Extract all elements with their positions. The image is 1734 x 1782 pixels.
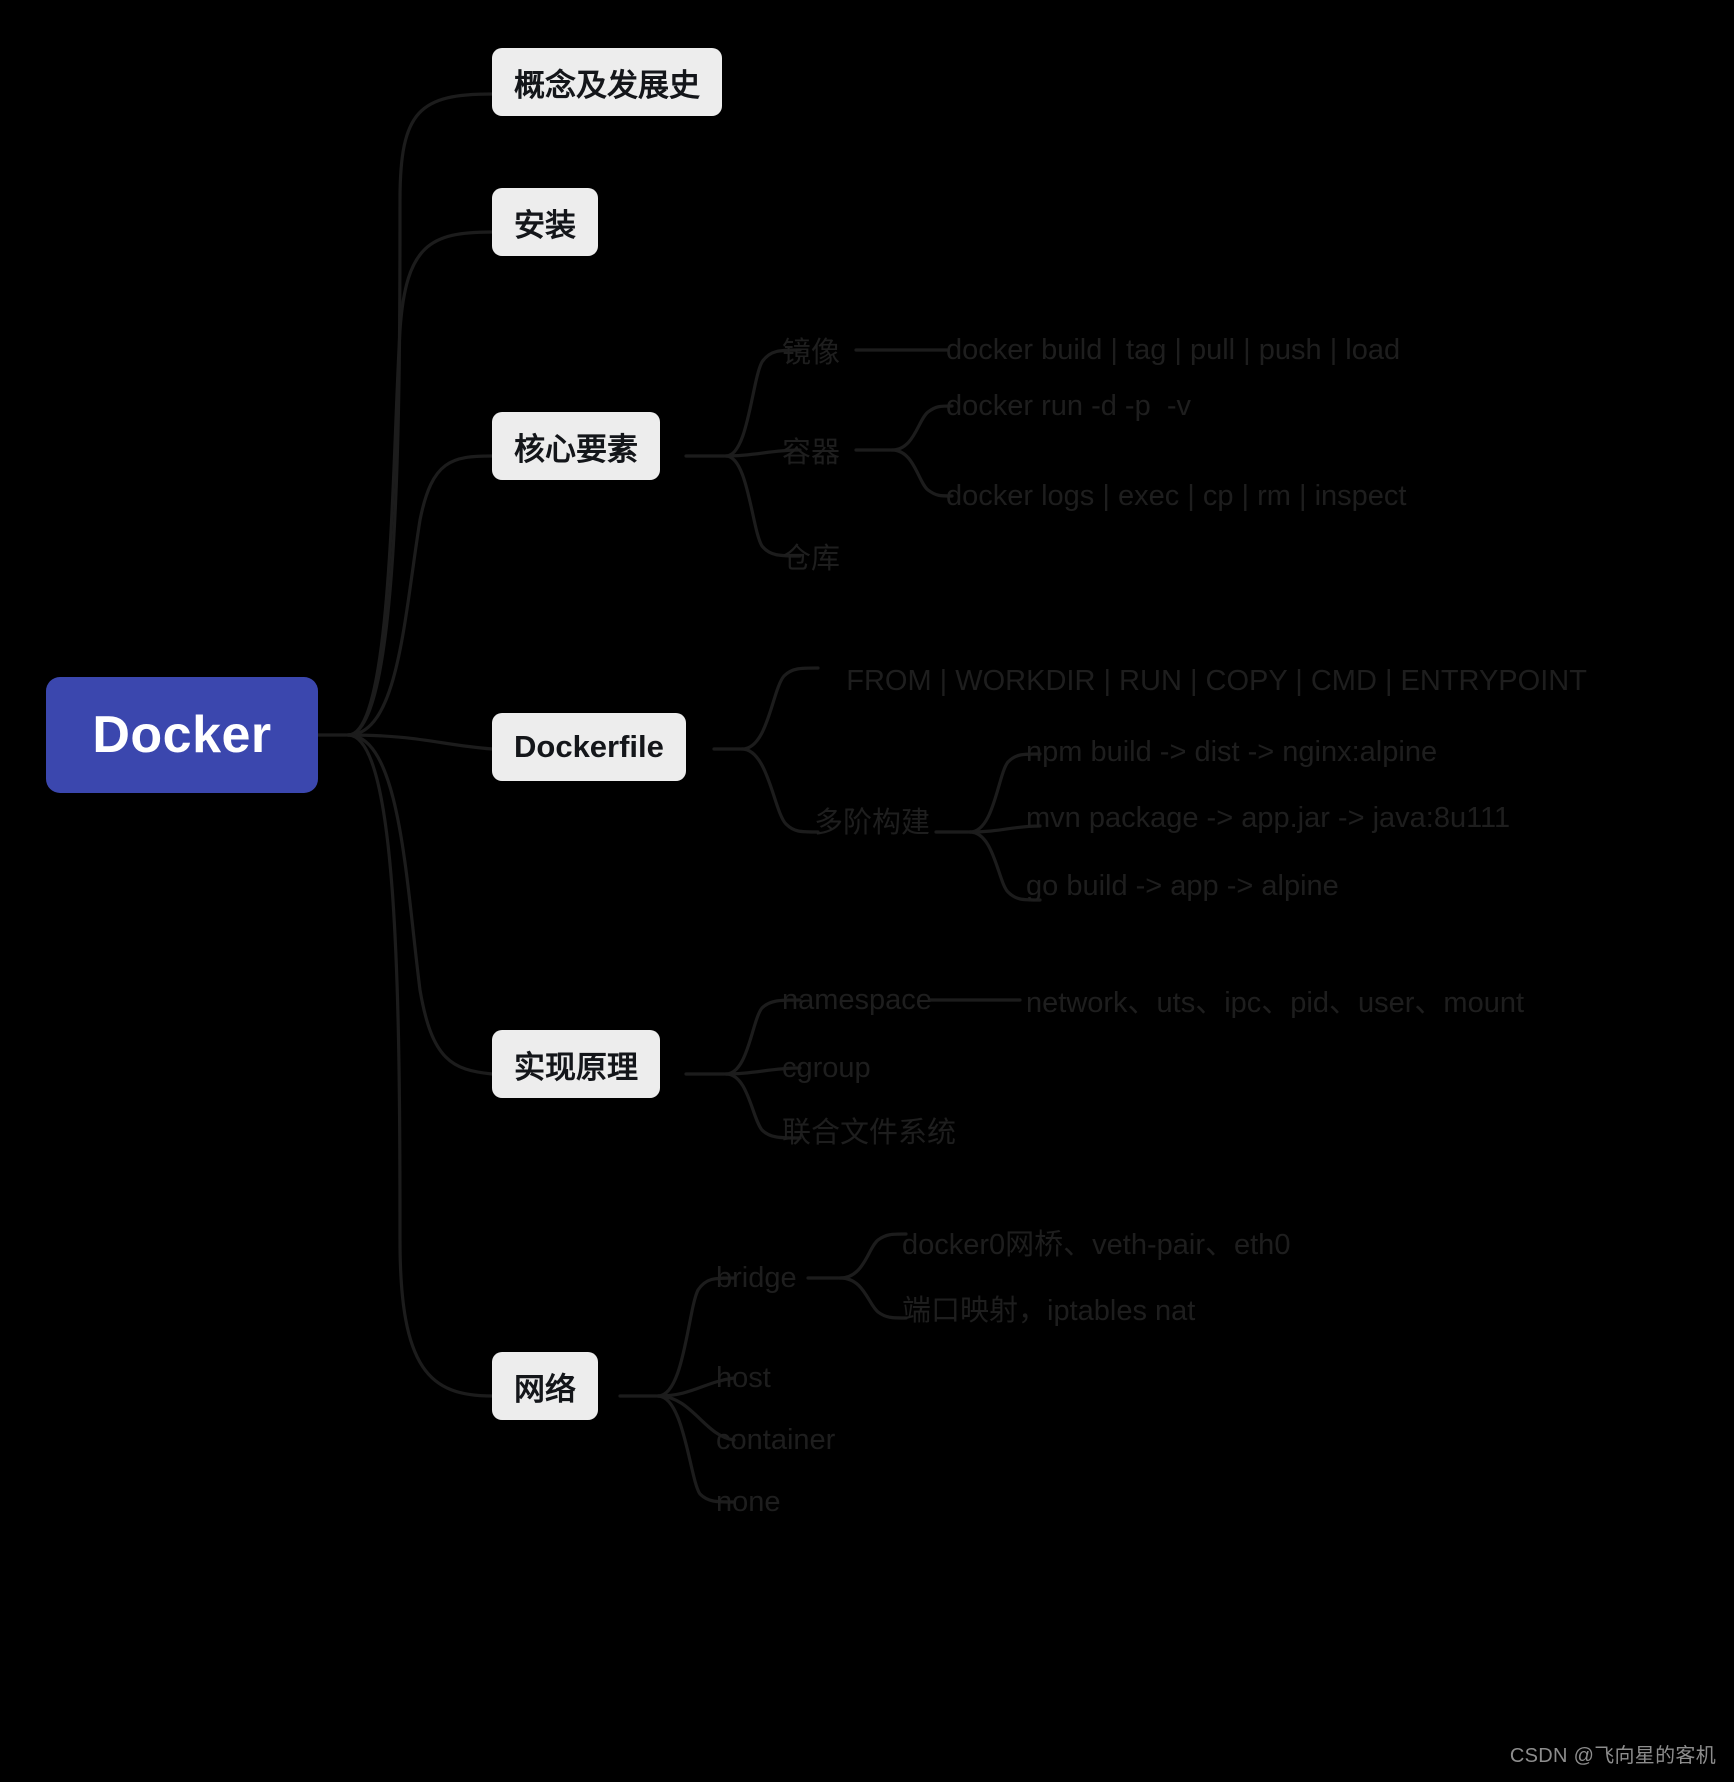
sub-node-namespace[interactable]: namespace bbox=[782, 980, 932, 1020]
sub-label-unionfs: 联合文件系统 bbox=[782, 1117, 957, 1149]
sub-node-image[interactable]: 镜像 bbox=[782, 330, 840, 370]
leaf-label-dockerfile-instructions: FROM | WORKDIR | RUN | COPY | CMD | ENTR… bbox=[846, 665, 1587, 698]
branch-node-install[interactable]: 安装 bbox=[492, 188, 598, 256]
branch-node-network[interactable]: 网络 bbox=[492, 1352, 598, 1420]
leaf-label-docker-run: docker run -d -p -v bbox=[946, 389, 1191, 422]
sub-node-host[interactable]: host bbox=[716, 1358, 771, 1398]
sub-node-none[interactable]: none bbox=[716, 1482, 781, 1522]
branch-label-dockerfile: Dockerfile bbox=[514, 729, 664, 764]
sub-label-none: none bbox=[716, 1485, 781, 1518]
branch-node-dockerfile[interactable]: Dockerfile bbox=[492, 713, 686, 781]
branch-node-principle[interactable]: 实现原理 bbox=[492, 1030, 660, 1098]
leaf-node-docker-run[interactable]: docker run -d -p -v bbox=[946, 386, 1191, 426]
sub-label-host: host bbox=[716, 1361, 771, 1394]
leaf-label-npm-build: npm build -> dist -> nginx:alpine bbox=[1026, 735, 1438, 768]
leaf-label-mvn-package: mvn package -> app.jar -> java:8u111 bbox=[1026, 801, 1511, 834]
branch-node-core[interactable]: 核心要素 bbox=[492, 412, 660, 480]
sub-node-container-net[interactable]: container bbox=[716, 1420, 835, 1460]
sub-label-container-net: container bbox=[716, 1423, 836, 1456]
root-label: Docker bbox=[92, 706, 272, 764]
leaf-label-namespace-types: network、uts、ipc、pid、user、mount bbox=[1026, 987, 1525, 1019]
leaf-node-docker0[interactable]: docker0网桥、veth-pair、eth0 bbox=[902, 1222, 1290, 1262]
leaf-node-port-mapping[interactable]: 端口映射，iptables nat bbox=[902, 1288, 1195, 1328]
sub-node-bridge[interactable]: bridge bbox=[716, 1258, 797, 1298]
branch-label-network: 网络 bbox=[514, 1371, 576, 1407]
leaf-label-docker-logs: docker logs | exec | cp | rm | inspect bbox=[946, 479, 1407, 512]
leaf-label-go-build: go build -> app -> alpine bbox=[1026, 869, 1339, 902]
csdn-watermark: CSDN @飞向星的客机 bbox=[1509, 1745, 1716, 1767]
branch-label-principle: 实现原理 bbox=[514, 1049, 638, 1085]
sub-label-registry: 仓库 bbox=[782, 543, 841, 575]
sub-label-bridge: bridge bbox=[716, 1261, 797, 1294]
leaf-node-image-cmds[interactable]: docker build | tag | pull | push | load bbox=[946, 330, 1400, 370]
branch-label-install: 安装 bbox=[514, 207, 576, 243]
sub-node-registry[interactable]: 仓库 bbox=[782, 536, 840, 576]
leaf-node-namespace-types[interactable]: network、uts、ipc、pid、user、mount bbox=[1026, 980, 1524, 1020]
root-node[interactable]: Docker bbox=[46, 677, 318, 793]
sub-node-unionfs[interactable]: 联合文件系统 bbox=[782, 1110, 956, 1150]
leaf-label-docker0: docker0网桥、veth-pair、eth0 bbox=[902, 1229, 1291, 1261]
leaf-node-docker-logs[interactable]: docker logs | exec | cp | rm | inspect bbox=[946, 476, 1406, 516]
sub-node-multistage[interactable]: 多阶构建 bbox=[814, 800, 930, 840]
sub-node-container[interactable]: 容器 bbox=[782, 430, 840, 470]
leaf-node-npm-build[interactable]: npm build -> dist -> nginx:alpine bbox=[1026, 732, 1437, 772]
sub-label-container: 容器 bbox=[782, 437, 841, 469]
leaf-node-mvn-package[interactable]: mvn package -> app.jar -> java:8u111 bbox=[1026, 798, 1510, 838]
sub-node-cgroup[interactable]: cgroup bbox=[782, 1048, 871, 1088]
branch-node-concept[interactable]: 概念及发展史 bbox=[492, 48, 722, 116]
sub-label-namespace: namespace bbox=[782, 983, 932, 1016]
leaf-node-dockerfile-instructions[interactable]: FROM | WORKDIR | RUN | COPY | CMD | ENTR… bbox=[814, 633, 1587, 730]
branch-label-core: 核心要素 bbox=[514, 431, 638, 467]
sub-label-image: 镜像 bbox=[782, 337, 841, 369]
sub-label-cgroup: cgroup bbox=[782, 1051, 871, 1084]
branch-label-concept: 概念及发展史 bbox=[514, 67, 700, 103]
leaf-label-port-mapping: 端口映射，iptables nat bbox=[902, 1295, 1196, 1327]
leaf-node-go-build[interactable]: go build -> app -> alpine bbox=[1026, 866, 1339, 906]
leaf-label-image-cmds: docker build | tag | pull | push | load bbox=[946, 333, 1401, 366]
sub-label-multistage: 多阶构建 bbox=[814, 807, 931, 839]
